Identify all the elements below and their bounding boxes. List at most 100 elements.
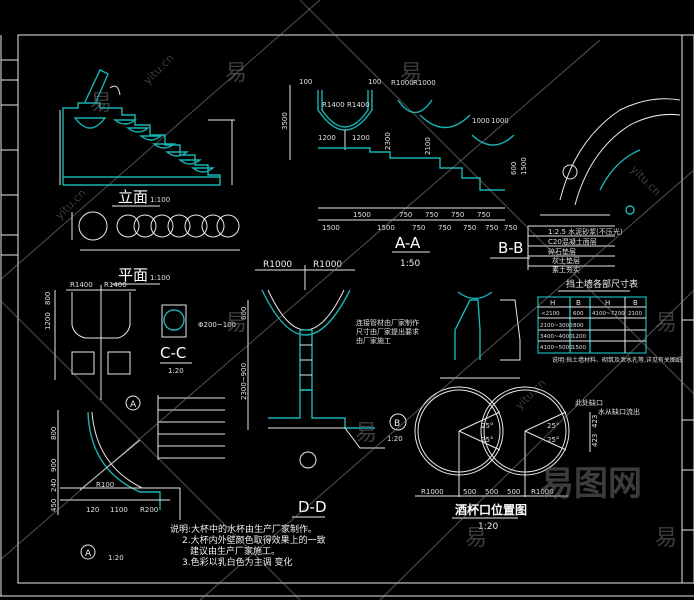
detail-b-label: B: [394, 419, 400, 429]
detail-a-label: A: [130, 400, 137, 410]
dim-label: 1000: [491, 117, 509, 125]
table-row: 4100~5000 1500: [540, 345, 586, 351]
dim-label: 423: [591, 415, 599, 428]
table-row: 2100~3000 800: [540, 323, 584, 329]
elevation-scale: 1:100: [150, 196, 170, 204]
svg-text:易: 易: [465, 526, 487, 551]
dim-label: R100: [96, 481, 114, 489]
dim-label: 800: [50, 427, 58, 440]
radius-label: R1000: [313, 260, 342, 270]
dim-label: 500: [463, 488, 476, 496]
dim-label: 1500: [520, 157, 528, 175]
dim-label: 1200: [44, 312, 52, 330]
detail-b-scale: 1:20: [387, 435, 403, 443]
section-cc-scale: 1:20: [168, 367, 184, 375]
dim-label: 750: [451, 211, 464, 219]
svg-text:3400~4000: 3400~4000: [540, 334, 573, 340]
note-text: 由厂家施工: [356, 336, 391, 345]
dim-label: 100: [299, 78, 312, 86]
callout-note: 水从缺口流出: [598, 407, 640, 416]
layer-label: 1:2.5 水泥砂浆(不压光): [548, 227, 623, 236]
table-header: B: [633, 299, 638, 307]
table-header: H: [605, 299, 610, 307]
dim-label: 600: [510, 162, 518, 175]
svg-text:易: 易: [655, 311, 677, 336]
dim-label: 900: [50, 459, 58, 472]
dim-label: 750: [504, 224, 517, 232]
plan-title: 平面: [118, 266, 148, 284]
angle-label: 25°: [481, 436, 493, 444]
dim-label: R1400: [70, 281, 93, 289]
svg-text:1500: 1500: [572, 345, 586, 351]
watermark-brand: 易图网: [540, 464, 642, 504]
svg-text:600: 600: [573, 311, 584, 317]
angle-label: 25°: [547, 422, 559, 430]
cup-section: [247, 265, 385, 469]
dim-label: 1500: [353, 211, 371, 219]
dim-label: 2300: [384, 132, 392, 150]
svg-text:2100~3000: 2100~3000: [540, 323, 573, 329]
dim-label: 1100: [110, 506, 128, 514]
svg-text:800: 800: [573, 323, 584, 329]
section-aa-scale: 1:50: [400, 259, 420, 269]
dim-label: 1500: [377, 224, 395, 232]
radius-label: R1000: [531, 488, 554, 496]
dim-label: 500: [485, 488, 498, 496]
layer-label: 碎石垫层: [548, 247, 576, 256]
dim-label: 750: [412, 224, 425, 232]
svg-text:4100~5000: 4100~5000: [540, 345, 573, 351]
dim-label: 1500: [322, 224, 340, 232]
radius-label: R1000: [391, 79, 414, 87]
radius-label: R1400: [347, 101, 370, 109]
svg-text:yitu.cn: yitu.cn: [53, 186, 89, 222]
dim-label: 750: [477, 211, 490, 219]
section-aa: [289, 85, 515, 221]
svg-text:4100~7200: 4100~7200: [592, 311, 625, 317]
drawing-frame: [0, 34, 694, 597]
cup-mouth-plan: [414, 386, 591, 497]
svg-text:1200: 1200: [572, 334, 586, 340]
cup-mouth-title: 酒杯口位置图: [455, 502, 527, 517]
site-plan: [540, 98, 681, 216]
svg-text:yitu.cn: yitu.cn: [628, 163, 664, 199]
dim-label: 800: [44, 292, 52, 305]
table-header: H: [550, 299, 555, 307]
note-line: 2.大杯内外壁颜色取得效果上的一致: [182, 534, 326, 546]
radius-label: R1000: [421, 488, 444, 496]
callout-label: 此处缺口: [575, 398, 603, 407]
radius-label: R1000: [413, 79, 436, 87]
dim-label: 750: [425, 211, 438, 219]
section-cc: [161, 304, 187, 338]
cup-mouth-scale: 1:20: [478, 522, 498, 532]
plan-scale: 1:100: [150, 274, 170, 282]
dim-label: 750: [438, 224, 451, 232]
radius-label: R1400: [322, 101, 345, 109]
note-line: 说明:大杯中的水杯由生产厂家制作。: [170, 523, 317, 535]
section-bb-title: B-B: [498, 239, 523, 257]
dim-label: 2100: [424, 137, 432, 155]
svg-text:易: 易: [655, 526, 677, 551]
dim-label: 1200: [318, 134, 336, 142]
elevation-title: 立面: [118, 188, 148, 206]
section-dd-title: D-D: [298, 498, 327, 516]
section-aa-title: A-A: [395, 234, 421, 252]
dim-label: 2300~900: [240, 363, 248, 400]
detail-a-scale: 1:20: [108, 554, 124, 562]
table-note: 说明:挡土墙材料、砌筑及泄水孔等,详见有关图纸: [552, 356, 682, 364]
angle-label: 25°: [481, 422, 493, 430]
dim-label: 3500: [281, 112, 289, 130]
note-text: 连接管材由厂家制作: [356, 318, 419, 327]
note-line: 3.色彩以乳白色为主调 变化: [182, 556, 292, 568]
pipe-label: Φ200~100: [198, 321, 236, 329]
plan-drawing: [71, 211, 240, 251]
layer-label: C20混凝土面层: [548, 237, 597, 246]
dim-label: 1000: [472, 117, 490, 125]
detail-b-marker: [389, 413, 407, 431]
dim-label: 500: [507, 488, 520, 496]
dim-label: 1200: [352, 134, 370, 142]
dim-label: R200: [140, 506, 158, 514]
detail-a-callout: A: [85, 549, 92, 559]
note-text: 尺寸由厂家提出要求: [356, 327, 419, 336]
dim-label: 450: [50, 499, 58, 512]
